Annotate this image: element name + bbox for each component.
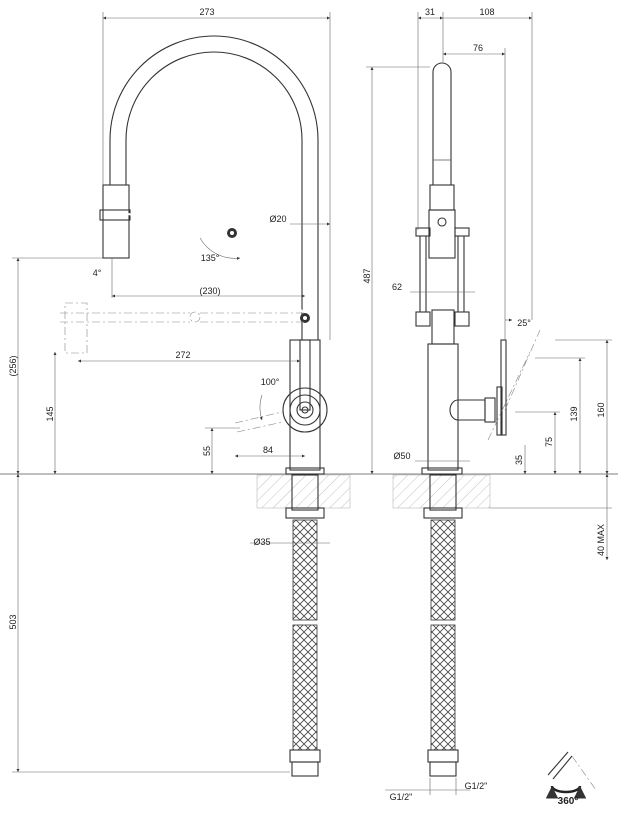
front-view-faucet — [60, 35, 328, 777]
dim-nozzle-angle: 4° — [93, 268, 102, 278]
dim-handle-angle: 100° — [261, 377, 280, 387]
dim-lever-pivot-height: 75 — [544, 437, 554, 447]
dim-body-diameter: Ø50 — [393, 451, 410, 461]
dim-handle-reach: 84 — [263, 445, 273, 455]
deck-section-front — [256, 474, 351, 509]
dim-overall-height: 487 — [362, 268, 372, 283]
dim-overall-width: 273 — [199, 7, 214, 17]
rotation-360-icon — [545, 751, 597, 799]
dim-lever-open-height: 139 — [569, 406, 579, 421]
dim-handle-height: 55 — [202, 446, 212, 456]
dim-deck-thickness: 40 MAX — [596, 524, 606, 556]
dim-hose-length: 503 — [8, 614, 18, 629]
dim-arm-reach-extended: 272 — [175, 350, 190, 360]
dim-connection-right: G1/2" — [465, 781, 488, 791]
dim-connection-left: G1/2" — [390, 792, 413, 802]
dim-lever-top-height: 160 — [596, 402, 606, 417]
dimension-lines — [12, 12, 612, 795]
dim-nozzle-height: (256) — [8, 355, 18, 376]
dim-bracket-width: 62 — [392, 282, 402, 292]
dim-hose-diameter: Ø35 — [253, 537, 270, 547]
dim-arm-angle: 135° — [201, 253, 220, 263]
deck-section-side — [392, 474, 491, 509]
dim-folded-height: 145 — [45, 406, 55, 421]
dim-spout-diameter: Ø20 — [269, 214, 286, 224]
rotation-label: 360° — [558, 796, 579, 807]
dim-lever-angle: 25° — [517, 318, 531, 328]
dim-offset-front: 108 — [479, 7, 494, 17]
dim-offset-back: 31 — [425, 7, 435, 17]
dim-lever-bottom-height: 35 — [514, 455, 524, 465]
dim-spout-offset: 76 — [473, 43, 483, 53]
dim-arm-reach-folded: (230) — [199, 286, 220, 296]
side-view-faucet — [415, 62, 541, 777]
dimension-labels: 273 Ø20 4° 135° (230) 272 100° 84 55 145… — [8, 7, 606, 807]
